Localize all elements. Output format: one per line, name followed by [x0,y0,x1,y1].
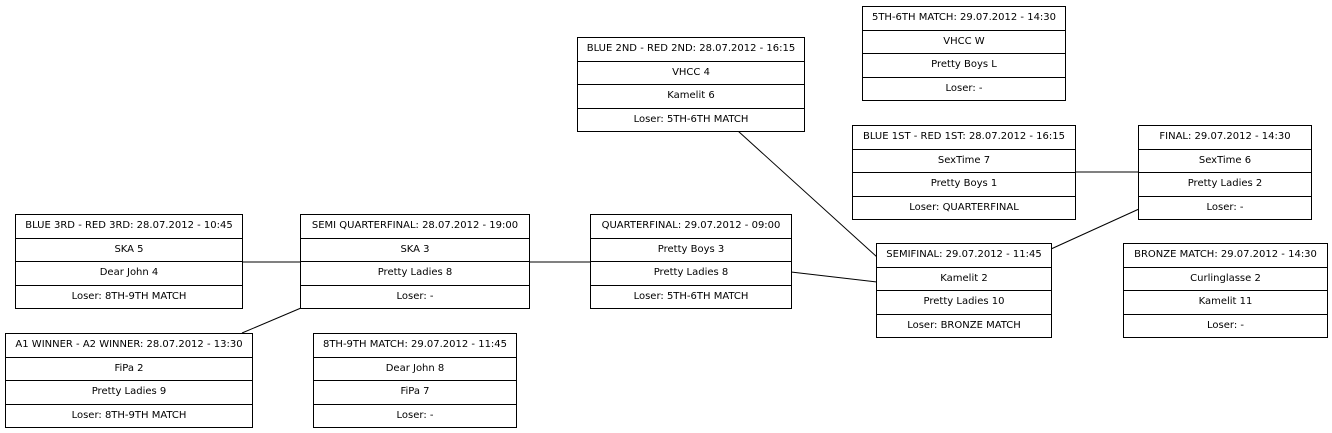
match-title: BLUE 2ND - RED 2ND: 28.07.2012 - 16:15 [586,43,796,55]
team-2: Pretty Boys L [863,53,1065,77]
connector-quarterfinal-to-semifinal [790,271,878,283]
team-2: Pretty Ladies 8 [591,261,791,285]
match-semi-quarterfinal: SEMI QUARTERFINAL: 28.07.2012 - 19:00 SK… [300,214,530,309]
loser-destination: Loser: 8TH-9TH MATCH [6,403,252,428]
match-quarterfinal: QUARTERFINAL: 29.07.2012 - 09:00 Pretty … [590,214,792,309]
match-a1-a2-winner: A1 WINNER - A2 WINNER: 28.07.2012 - 13:3… [5,333,253,428]
team-1: Kamelit 2 [877,266,1051,291]
match-semifinal: SEMIFINAL: 29.07.2012 - 11:45 Kamelit 2 … [876,243,1052,338]
loser-destination: Loser: 8TH-9TH MATCH [16,284,242,309]
match-blue3-red3: BLUE 3RD - RED 3RD: 28.07.2012 - 10:45 S… [15,214,243,309]
match-final: FINAL: 29.07.2012 - 14:30 SexTime 6 Pret… [1138,125,1312,220]
match-blue2-red2: BLUE 2ND - RED 2ND: 28.07.2012 - 16:15 V… [577,37,805,132]
team-1: SexTime 7 [853,148,1075,173]
match-title: BLUE 3RD - RED 3RD: 28.07.2012 - 10:45 [25,220,233,232]
match-title: BLUE 1ST - RED 1ST: 28.07.2012 - 16:15 [863,131,1065,143]
connector-blue2-to-semifinal [737,130,878,258]
loser-destination: Loser: 5TH-6TH MATCH [578,107,804,132]
team-1: Dear John 8 [314,356,516,381]
team-2: Kamelit 11 [1124,290,1327,314]
connector-a1a2-to-semi-quarterfinal [241,307,302,334]
loser-destination: Loser: - [301,284,529,309]
match-5th-6th: 5TH-6TH MATCH: 29.07.2012 - 14:30 VHCC W… [862,6,1066,101]
match-title: SEMIFINAL: 29.07.2012 - 11:45 [886,249,1042,261]
loser-destination: Loser: QUARTERFINAL [853,195,1075,220]
loser-destination: Loser: - [1139,195,1311,220]
team-2: Dear John 4 [16,261,242,285]
match-title: SEMI QUARTERFINAL: 28.07.2012 - 19:00 [311,220,519,232]
team-1: Curlinglasse 2 [1124,266,1327,291]
match-title: 8TH-9TH MATCH: 29.07.2012 - 11:45 [322,339,508,351]
loser-destination: Loser: 5TH-6TH MATCH [591,284,791,309]
team-1: Pretty Boys 3 [591,237,791,262]
match-8th-9th: 8TH-9TH MATCH: 29.07.2012 - 11:45 Dear J… [313,333,517,428]
team-2: Pretty Ladies 10 [877,290,1051,314]
loser-destination: Loser: - [1124,313,1327,338]
team-2: FiPa 7 [314,380,516,404]
team-1: VHCC W [863,29,1065,54]
team-2: Pretty Ladies 2 [1139,172,1311,196]
match-title: BRONZE MATCH: 29.07.2012 - 14:30 [1134,249,1317,261]
loser-destination: Loser: - [314,403,516,428]
loser-destination: Loser: - [863,76,1065,101]
team-1: SKA 5 [16,237,242,262]
match-title: FINAL: 29.07.2012 - 14:30 [1159,131,1291,143]
team-1: FiPa 2 [6,356,252,381]
team-2: Pretty Boys 1 [853,172,1075,196]
team-2: Pretty Ladies 9 [6,380,252,404]
team-1: SKA 3 [301,237,529,262]
match-title: 5TH-6TH MATCH: 29.07.2012 - 14:30 [871,12,1057,24]
match-bronze: BRONZE MATCH: 29.07.2012 - 14:30 Curling… [1123,243,1328,338]
team-2: Kamelit 6 [578,84,804,108]
match-blue1-red1: BLUE 1ST - RED 1ST: 28.07.2012 - 16:15 S… [852,125,1076,220]
team-1: VHCC 4 [578,60,804,85]
team-1: SexTime 6 [1139,148,1311,173]
team-2: Pretty Ladies 8 [301,261,529,285]
match-title: A1 WINNER - A2 WINNER: 28.07.2012 - 13:3… [15,339,243,351]
connector-semifinal-to-final [1050,208,1140,250]
loser-destination: Loser: BRONZE MATCH [877,313,1051,338]
match-title: QUARTERFINAL: 29.07.2012 - 09:00 [601,220,781,232]
